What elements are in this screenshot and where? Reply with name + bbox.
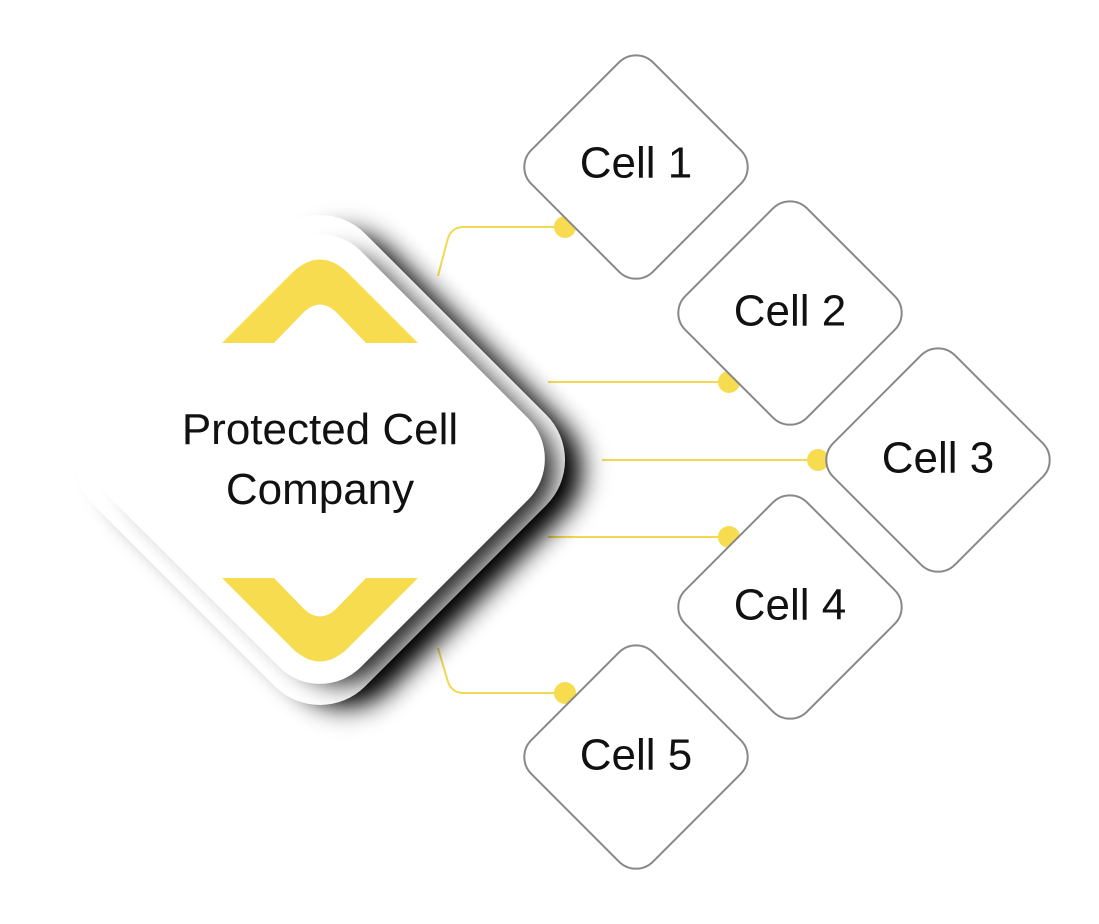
cell-5: Cell 5	[523, 644, 749, 870]
cell-4-diamond	[677, 494, 903, 720]
main-company: Protected Cell Company	[74, 214, 583, 708]
cell-2: Cell 2	[677, 200, 903, 426]
cell-1-diamond	[523, 54, 749, 280]
connector-cell-5	[437, 647, 565, 694]
main-label-line2: Company	[226, 465, 414, 514]
chevron-down-icon	[222, 578, 418, 662]
cell-1: Cell 1	[523, 54, 749, 280]
cell-1-label: Cell 1	[580, 139, 693, 188]
connector-cell-1	[437, 226, 565, 277]
cell-3-diamond	[825, 347, 1051, 573]
cell-3-label: Cell 3	[882, 434, 995, 483]
connectors	[437, 216, 829, 704]
connector-dot-cell-5	[554, 682, 576, 704]
cell-5-label: Cell 5	[580, 731, 693, 780]
main-label-line1: Protected Cell	[182, 405, 458, 454]
chevron-up-icon	[222, 259, 418, 343]
cell-4-label: Cell 4	[734, 581, 847, 630]
connector-dot-cell-3	[807, 449, 829, 471]
cell-2-diamond	[677, 200, 903, 426]
cell-5-diamond	[523, 644, 749, 870]
cell-3: Cell 3	[825, 347, 1051, 573]
cell-4: Cell 4	[677, 494, 903, 720]
cell-2-label: Cell 2	[734, 287, 847, 336]
main-diamond-front	[95, 234, 545, 684]
